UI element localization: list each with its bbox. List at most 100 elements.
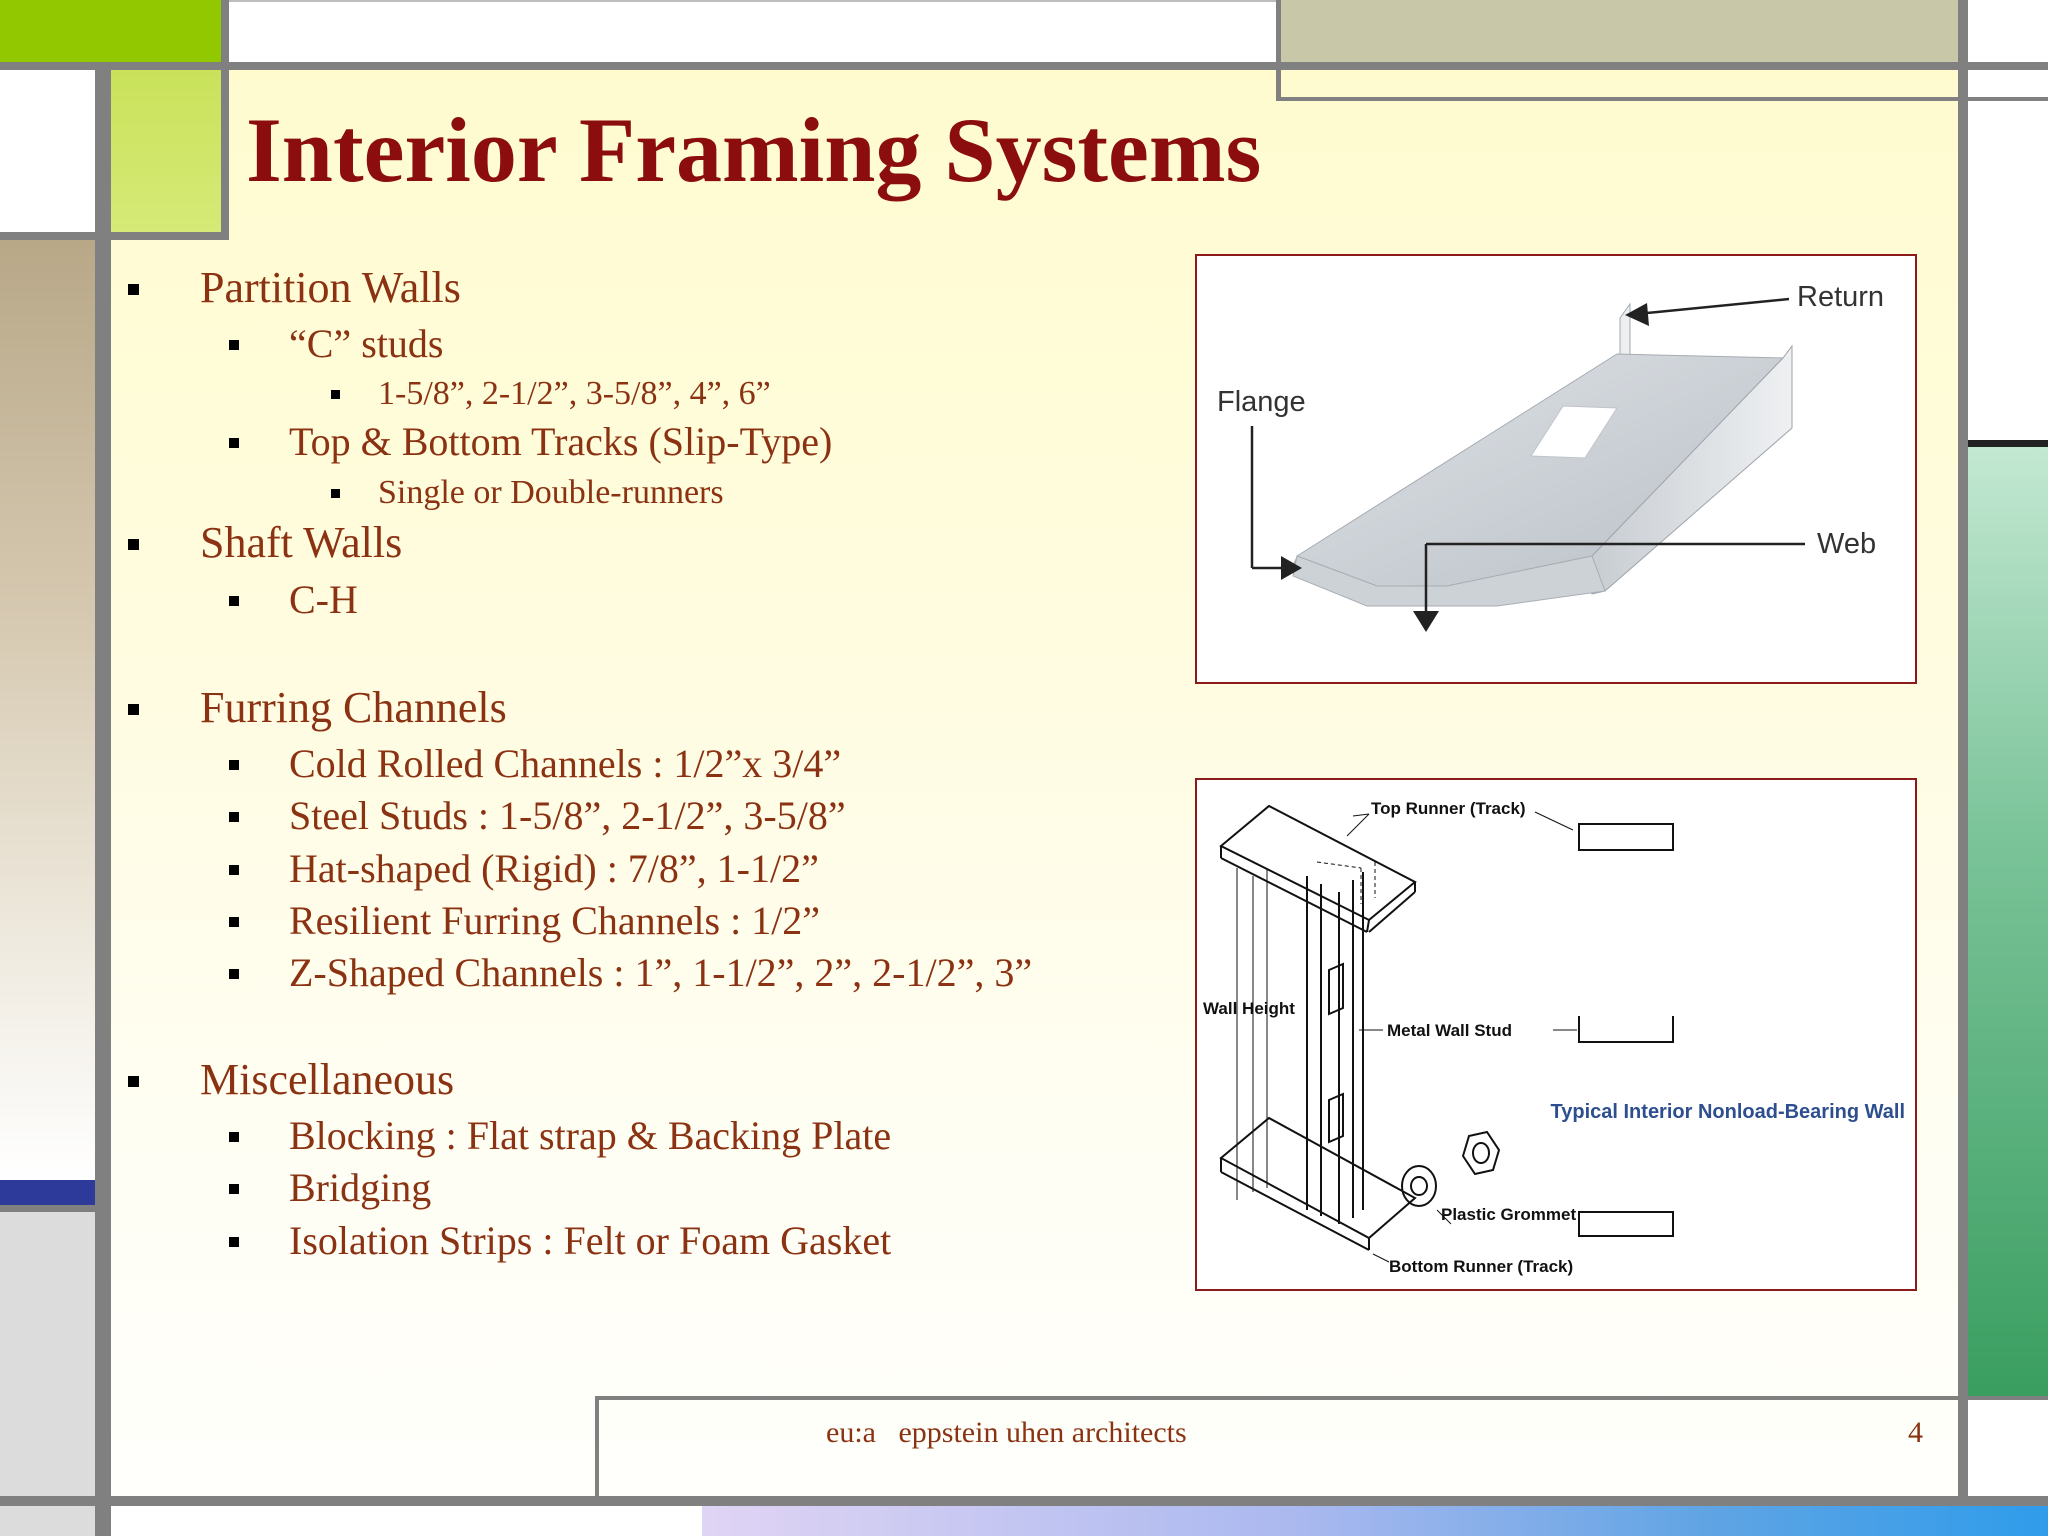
bullet-item: Cold Rolled Channels : 1/2”x 3/4” (229, 741, 842, 786)
return-arrow-line (1636, 297, 1790, 316)
bullet-square (229, 812, 239, 822)
bullet-text: Steel Studs : 1-5/8”, 2-1/2”, 3-5/8” (289, 793, 846, 838)
bullet-square (128, 539, 139, 550)
bottom-runner-track (1219, 1116, 1417, 1240)
bullet-item: Isolation Strips : Felt or Foam Gasket (229, 1218, 892, 1263)
bullet-list: Partition Walls “C” studs 1-5/8”, 2-1/2”… (0, 0, 1180, 1300)
slide-title: Interior Framing Systems (246, 99, 1262, 201)
bullet-item: Bridging (229, 1165, 432, 1210)
footer-company: eu:a eppstein uhen architects (826, 1416, 1187, 1449)
title-lime-block (111, 70, 221, 238)
track-profile-bottom (1578, 1211, 1674, 1237)
left-blue-stripe (0, 1180, 95, 1205)
bullet-text: Resilient Furring Channels : 1/2” (289, 898, 821, 943)
bottom-gradient-bar (702, 1506, 2048, 1536)
hex-nut (1461, 1130, 1501, 1176)
flange-arrow-head (1281, 556, 1302, 580)
bullet-item: Miscellaneous (128, 1055, 455, 1104)
top-runner-label: Top Runner (Track) (1371, 799, 1526, 818)
top-runner-track (1219, 804, 1417, 922)
bullet-square (229, 438, 239, 448)
wall-assembly-diagram: Top Runner (Track) Wall Height Metal Wal… (1195, 778, 1917, 1291)
plastic-grommet-label: Plastic Grommet (1441, 1205, 1576, 1224)
bullet-item: Steel Studs : 1-5/8”, 2-1/2”, 3-5/8” (229, 793, 846, 838)
flange-label: Flange (1217, 386, 1306, 418)
frame-line (1281, 97, 2048, 101)
bullet-text: Partition Walls (200, 263, 461, 312)
bullet-square (229, 917, 239, 927)
stud-knockout (1328, 962, 1344, 1016)
frame-line (0, 1205, 103, 1212)
bullet-text: Shaft Walls (200, 518, 403, 567)
track-profile-top (1578, 823, 1674, 851)
wall-height-label: Wall Height (1203, 999, 1295, 1018)
bullet-square (229, 596, 239, 606)
corner-lime-block (0, 0, 221, 62)
bullet-text: Isolation Strips : Felt or Foam Gasket (289, 1218, 892, 1263)
bullet-item: Resilient Furring Channels : 1/2” (229, 898, 821, 943)
bullet-item: Z-Shaped Channels : 1”, 1-1/2”, 2”, 2-1/… (229, 950, 1033, 995)
bullet-text: Z-Shaped Channels : 1”, 1-1/2”, 2”, 2-1/… (289, 950, 1033, 995)
bullet-item: Blocking : Flat strap & Backing Plate (229, 1114, 891, 1158)
bullet-square (229, 865, 239, 875)
bullet-item: Hat-shaped (Rigid) : 7/8”, 1-1/2” (229, 846, 819, 891)
frame-line (95, 62, 111, 1536)
bullet-text: Single or Double-runners (378, 474, 724, 511)
return-label: Return (1797, 281, 1884, 313)
top-right-white-block (1966, 0, 2048, 62)
bullet-text: 1-5/8”, 2-1/2”, 3-5/8”, 4”, 6” (378, 375, 771, 412)
web-label: Web (1817, 528, 1876, 560)
return-arrow-head (1625, 303, 1649, 326)
bullet-square (128, 704, 139, 715)
bullet-item: 1-5/8”, 2-1/2”, 3-5/8”, 4”, 6” (331, 375, 771, 412)
left-gray-bar (0, 1212, 95, 1536)
bullet-square (229, 1132, 239, 1142)
web-arrow-head (1413, 611, 1439, 632)
bullet-text: Furring Channels (200, 683, 507, 732)
right-green-bar (1966, 447, 2048, 1397)
stud-cutout (1530, 405, 1618, 459)
frame-line (595, 1396, 599, 1506)
bullet-text: C-H (289, 577, 358, 622)
bullet-item: Single or Double-runners (331, 474, 724, 511)
bullet-item: C-H (229, 577, 358, 622)
page-number: 4 (1908, 1416, 1923, 1449)
bullet-text: Top & Bottom Tracks (Slip-Type) (289, 419, 833, 464)
bullet-text: Miscellaneous (200, 1055, 455, 1104)
stud-profile (1578, 1016, 1674, 1043)
bullet-square (128, 1076, 139, 1087)
bullet-square (331, 390, 340, 399)
stud-front-wall (1591, 344, 1793, 595)
bullet-item: Shaft Walls (128, 518, 403, 567)
bullet-text: Hat-shaped (Rigid) : 7/8”, 1-1/2” (289, 846, 819, 891)
left-tan-bar (0, 240, 95, 1180)
frame-line (221, 0, 1281, 2)
bullet-text: “C” studs (289, 321, 444, 366)
frame-line (0, 62, 2048, 70)
stud-diagram: Return Flange Web (1195, 254, 1917, 684)
bullet-item: Top & Bottom Tracks (Slip-Type) (229, 419, 833, 464)
bullet-text: Cold Rolled Channels : 1/2”x 3/4” (289, 741, 842, 786)
frame-line (1960, 440, 2048, 447)
bullet-square (128, 284, 139, 295)
wall-illustration: Top Runner (Track) Wall Height Metal Wal… (1203, 799, 1905, 1276)
bullet-item: Furring Channels (128, 683, 507, 732)
bullet-item: “C” studs (229, 321, 444, 366)
wall-caption: Typical Interior Nonload-Bearing Wall (1551, 1101, 1905, 1123)
bullet-item: Partition Walls (128, 263, 461, 312)
plastic-grommet (1401, 1165, 1437, 1207)
stud-knockout (1328, 1092, 1344, 1144)
stud-illustration: Return Flange Web (1217, 281, 1884, 632)
metal-wall-stud-label: Metal Wall Stud (1387, 1021, 1512, 1040)
bullet-square (229, 760, 239, 770)
bullet-square (229, 1184, 239, 1194)
frame-line (597, 1396, 2048, 1400)
bottom-runner-label: Bottom Runner (Track) (1389, 1257, 1573, 1276)
stud-bottom-curve (1292, 555, 1606, 607)
bullet-square (229, 969, 239, 979)
bullet-square (229, 1237, 239, 1247)
frame-line (1276, 0, 1281, 101)
bullet-square (331, 489, 340, 498)
bullet-text: Bridging (289, 1165, 432, 1210)
